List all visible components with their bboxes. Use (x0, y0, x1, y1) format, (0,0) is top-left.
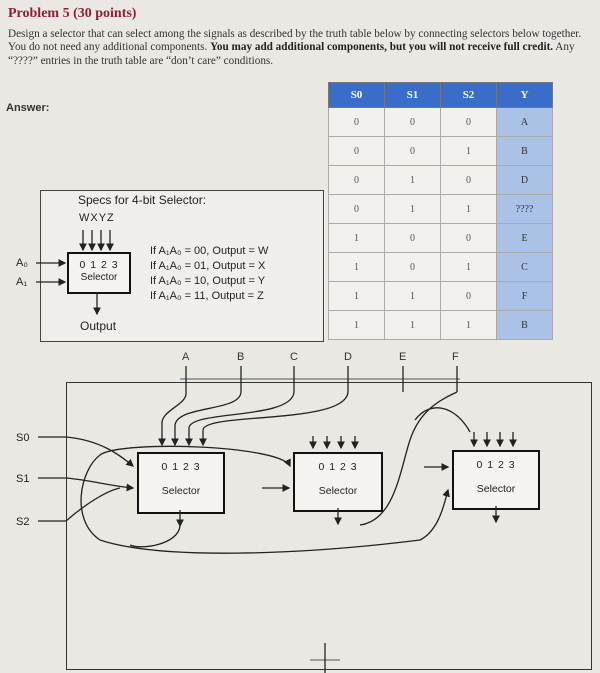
specs-output-label: Output (80, 319, 117, 333)
specs-inputs-label: WXYZ (79, 212, 115, 224)
wire-c-route (185, 391, 295, 447)
cell: 0 (384, 252, 441, 282)
cell: 1 (328, 281, 385, 311)
column-label-b: B (237, 351, 245, 363)
sel1-output-route (129, 525, 181, 548)
wire-b-route (171, 391, 242, 447)
wire-a-route (158, 391, 187, 447)
header-s1: S1 (384, 82, 441, 108)
column-label-a: A (182, 351, 190, 363)
cell: 0 (328, 136, 385, 166)
cell: 1 (440, 252, 497, 282)
specs-a1-label: A₁ (16, 276, 28, 288)
selector-3-nums: 0 1 2 3 (476, 459, 516, 471)
s1-route (65, 477, 135, 492)
selector-1-nums: 0 1 2 3 (161, 461, 201, 473)
specs-selector-nums: 0 1 2 3 (79, 259, 119, 271)
prompt-line3a: will not receive full credit. (428, 41, 554, 54)
selector-2-nums: 0 1 2 3 (318, 461, 358, 473)
rule-line: If A₁A₀ = 01, Output = X (150, 260, 266, 272)
select-label-s0: S0 (16, 432, 30, 444)
cell: 1 (384, 194, 441, 224)
cell: 1 (384, 310, 441, 340)
s0-route (65, 436, 134, 467)
prompt-line3b: Any “????” entries in the truth table ar… (8, 41, 575, 67)
header-y: Y (496, 82, 553, 108)
cell: 1 (384, 281, 441, 311)
rule-line: If A₁A₀ = 11, Output = Z (150, 290, 264, 302)
cell: 0 (440, 165, 497, 195)
cell: 1 (328, 252, 385, 282)
prompt-line2b: You may add additional components, but y… (210, 41, 427, 54)
problem-prompt: Design a selector that can select among … (8, 28, 593, 68)
cell: 1 (328, 310, 385, 340)
cell: 1 (328, 223, 385, 253)
truth-table-header: S0 S1 S2 Y (328, 82, 553, 108)
prompt-line2a: below together. You do not need any addi… (8, 28, 582, 54)
cell: 1 (440, 310, 497, 340)
circuit-frame (66, 382, 592, 670)
specs-selector-name: Selector (80, 272, 118, 283)
cell: 0 (384, 223, 441, 253)
cell: 0 (440, 281, 497, 311)
cell: 0 (328, 165, 385, 195)
cell-y: F (496, 281, 553, 311)
column-label-c: C (290, 351, 298, 363)
s2-long-route (99, 488, 450, 554)
prompt-line1: Design a selector that can select among … (8, 28, 510, 40)
selector-box-1: 0 1 2 3 Selector (137, 452, 225, 514)
selector-box-2: 0 1 2 3 Selector (293, 452, 383, 512)
specs-selector-box: 0 1 2 3 Selector (67, 252, 131, 294)
column-label-d: D (344, 351, 352, 363)
select-label-s2: S2 (16, 516, 30, 528)
specs-title: Specs for 4-bit Selector: (78, 193, 207, 207)
cell: 1 (384, 165, 441, 195)
answer-label: Answer: (6, 102, 50, 114)
specs-rules: If A₁A₀ = 00, Output = W If A₁A₀ = 01, O… (150, 244, 268, 304)
problem-title: Problem 5 (30 points) (8, 6, 137, 21)
specs-a0-label: A₀ (16, 257, 28, 269)
wire-f-route (359, 391, 458, 526)
wire-d-route (199, 391, 349, 447)
column-label-e: E (399, 351, 407, 363)
rule-line: If A₁A₀ = 00, Output = W (150, 245, 269, 257)
selector-1-name: Selector (161, 485, 201, 497)
selector-box-3: 0 1 2 3 Selector (452, 450, 540, 510)
column-label-f: F (452, 351, 459, 363)
cell-y: B (496, 310, 553, 340)
selector-3-name: Selector (476, 483, 516, 495)
cell: 0 (328, 194, 385, 224)
cell: 1 (440, 136, 497, 166)
select-label-s1: S1 (16, 473, 30, 485)
header-s2: S2 (440, 82, 497, 108)
s0-long-route (80, 445, 291, 541)
rule-line: If A₁A₀ = 10, Output = Y (150, 275, 266, 287)
s2-route (65, 487, 121, 522)
selector-2-name: Selector (318, 485, 358, 497)
header-s0: S0 (328, 82, 385, 108)
cell: 1 (440, 194, 497, 224)
sel3-loop (414, 407, 471, 433)
cell: 0 (384, 107, 441, 137)
